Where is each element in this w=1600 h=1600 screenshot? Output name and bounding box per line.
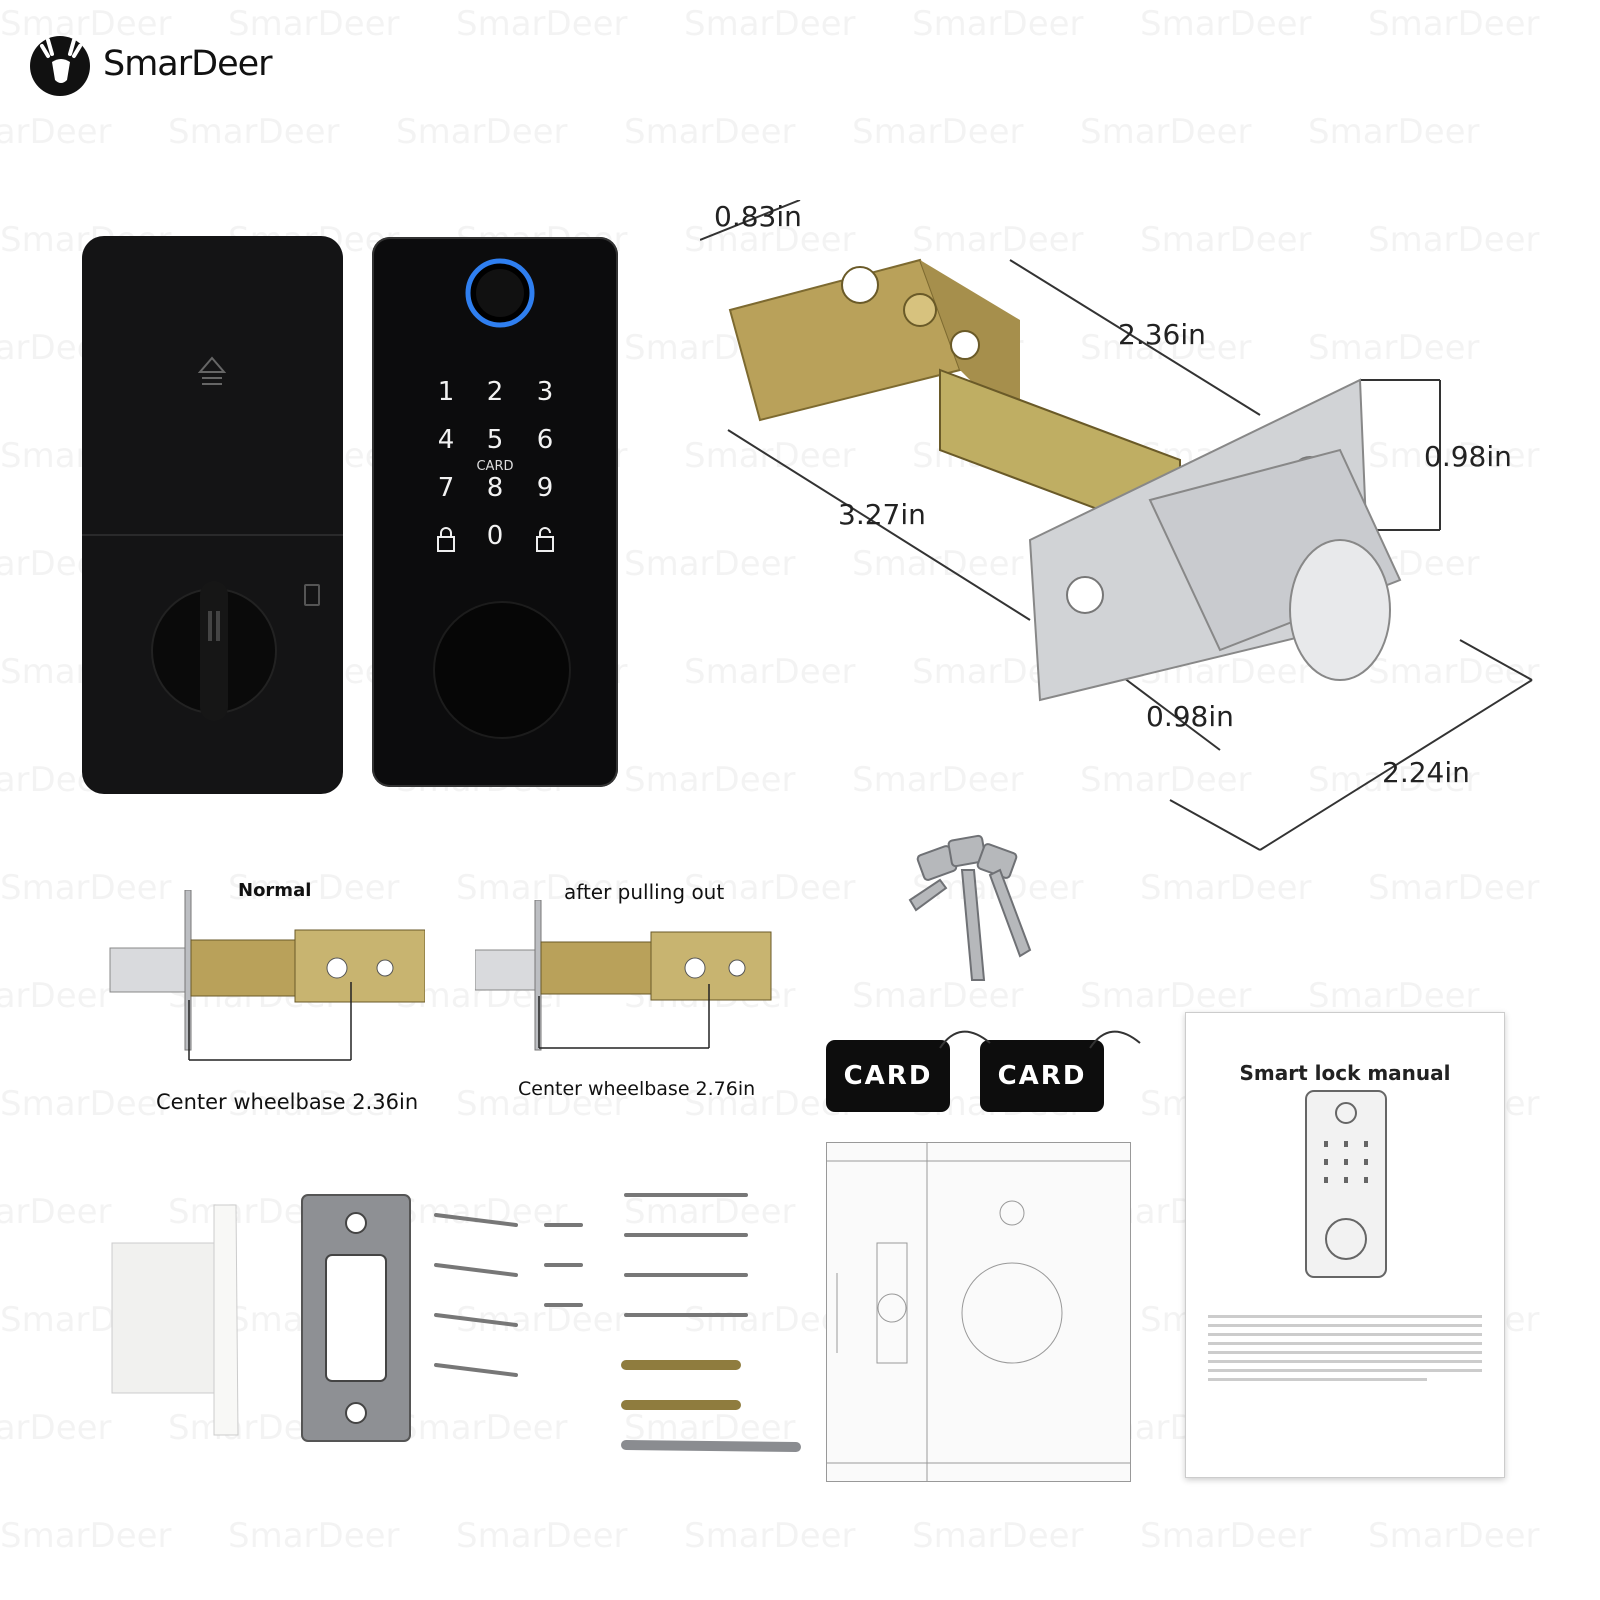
watermark-text: SmarDeer [684, 1516, 856, 1556]
watermark-text: SmarDeer [912, 4, 1084, 44]
watermark-text: SmarDeer [456, 4, 628, 44]
key-7[interactable]: 7 [437, 473, 455, 503]
watermark-text: SmarDeer [1368, 1516, 1540, 1556]
watermark-text: SmarDeer [0, 1084, 172, 1124]
key-6[interactable]: 6 [536, 425, 554, 455]
strike-plate [301, 1194, 411, 1442]
key-1[interactable]: 1 [437, 377, 455, 407]
dimension-label-3.27in: 3.27in [838, 498, 926, 531]
panel-divider [82, 534, 343, 536]
watermark-text: SmarDeer [1368, 868, 1540, 908]
dimension-label-0.98in-height: 0.98in [1424, 440, 1512, 473]
watermark-text: SmarDeer [456, 1516, 628, 1556]
watermark-text: SmarDeer [1140, 1516, 1312, 1556]
watermark-text: SmarDeer [0, 1192, 112, 1232]
key-8[interactable]: 8 [486, 473, 504, 503]
watermark-text: SmarDeer [1140, 868, 1312, 908]
latch-normal-drawing [109, 890, 425, 1061]
watermark-text: SmarDeer [168, 112, 340, 152]
card-reader-label: CARD [476, 459, 514, 474]
watermark-text: SmarDeer [1368, 4, 1540, 44]
dimension-label-0.98in-width: 0.98in [1146, 700, 1234, 733]
battery-cover-arrow-icon [198, 356, 226, 385]
key-9[interactable]: 9 [536, 473, 554, 503]
watermark-text: SmarDeer [684, 4, 856, 44]
deer-logo-icon [30, 36, 90, 96]
watermark-text: SmarDeer [1080, 112, 1252, 152]
rfid-card-2: CARD [980, 1040, 1104, 1112]
latch-pulled-out-drawing [475, 900, 772, 1051]
exterior-knob[interactable] [435, 603, 569, 737]
exterior-keypad-panel: 1 2 3 4 5 6 CARD 7 8 9 0 [372, 237, 618, 787]
brand-name: SmarDeer [103, 44, 273, 84]
smart-lock-manual: Smart lock manual [1185, 1012, 1505, 1478]
unlock-key-icon[interactable] [535, 527, 555, 553]
thumb-turn-knob[interactable] [144, 581, 284, 721]
manual-notes-block [1208, 1309, 1482, 1387]
key-2[interactable]: 2 [486, 377, 504, 407]
watermark-text: SmarDeer [1308, 112, 1480, 152]
watermark-text: SmarDeer [0, 1408, 112, 1448]
watermark-text: SmarDeer [228, 1516, 400, 1556]
normal-label: Normal [238, 880, 312, 901]
strike-box [111, 1204, 239, 1436]
key-4[interactable]: 4 [437, 425, 455, 455]
key-5[interactable]: 5 [486, 425, 504, 455]
installation-template [826, 1142, 1131, 1482]
watermark-text: SmarDeer [396, 112, 568, 152]
manual-title: Smart lock manual [1239, 1061, 1451, 1085]
manual-lock-illustration [1305, 1090, 1387, 1278]
key-3[interactable]: 3 [536, 377, 554, 407]
card-lanyard-strings [939, 1030, 1141, 1049]
watermark-text: SmarDeer [852, 112, 1024, 152]
watermark-text: SmarDeer [1140, 4, 1312, 44]
rfid-card-1: CARD [826, 1040, 950, 1112]
pulled-wheelbase-caption: Center wheelbase 2.76in [518, 1078, 756, 1100]
dimension-label-2.36in: 2.36in [1118, 318, 1206, 351]
latch-dimension-drawing [700, 200, 1533, 851]
normal-wheelbase-caption: Center wheelbase 2.36in [156, 1090, 419, 1114]
fingerprint-sensor-icon[interactable] [464, 257, 536, 329]
watermark-text: SmarDeer [1308, 976, 1480, 1016]
watermark-text: SmarDeer [0, 1516, 172, 1556]
mounting-hardware [111, 1193, 801, 1452]
watermark-text: SmarDeer [228, 4, 400, 44]
reset-button[interactable] [304, 584, 320, 606]
watermark-text: SmarDeer [1080, 976, 1252, 1016]
watermark-text: SmarDeer [624, 112, 796, 152]
mechanical-keys-icon [908, 834, 1032, 981]
key-0[interactable]: 0 [486, 521, 504, 551]
watermark-text: SmarDeer [0, 976, 112, 1016]
interior-lock-panel [82, 236, 343, 794]
lock-key-icon[interactable] [436, 527, 456, 553]
dimension-label-0.83in: 0.83in [714, 200, 802, 233]
watermark-text: SmarDeer [0, 112, 112, 152]
dimension-label-2.24in: 2.24in [1382, 756, 1470, 789]
pulled-out-label: after pulling out [564, 880, 725, 904]
watermark-text: SmarDeer [912, 1516, 1084, 1556]
